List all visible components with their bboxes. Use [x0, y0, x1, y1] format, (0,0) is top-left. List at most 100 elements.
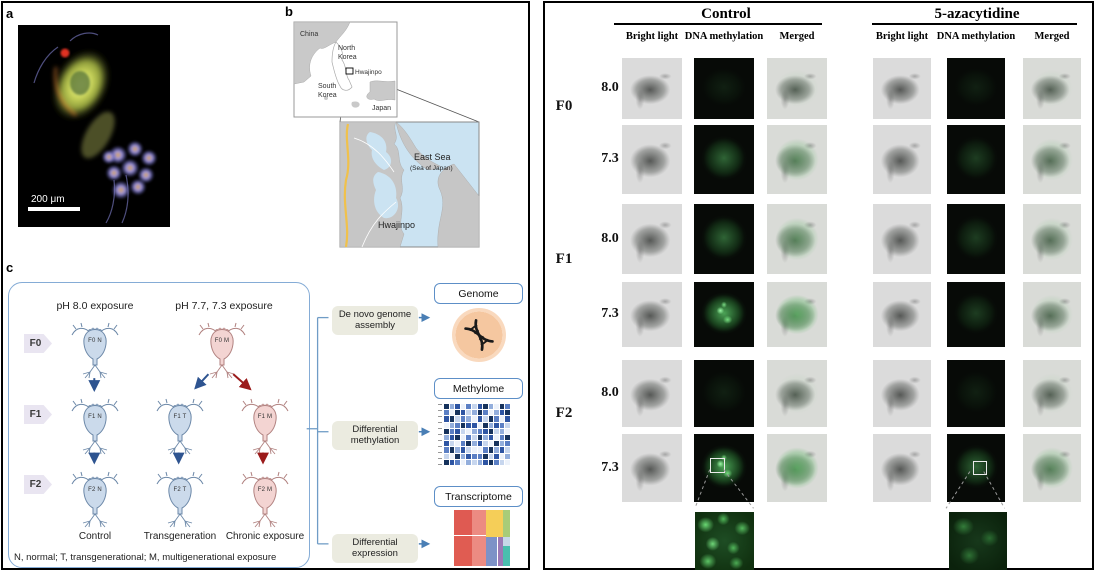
copepod-f1-transgenerational: F1 T: [155, 395, 205, 455]
copepod-f0-multigenerational: F0 M: [197, 319, 247, 379]
micrograph-control-f0-73-merged: [767, 125, 827, 194]
micrograph-aza-f1-80-methylation: [947, 204, 1005, 274]
azacytidine-underline: [872, 23, 1077, 25]
copepod-f0-normal: F0 N: [70, 319, 120, 379]
group-title-azacytidine: 5-azacytidine: [934, 6, 1020, 22]
micrograph-aza-f2-80-merged: [1023, 360, 1081, 427]
micrograph-control-f1-73-merged: [767, 282, 827, 347]
subcol-aza-merged: Merged: [1034, 31, 1070, 42]
ph-control-header: pH 8.0 exposure: [56, 300, 134, 312]
label-east-sea-sub: (Sea of Japan): [410, 165, 453, 172]
generation-tag-f2: F2: [24, 475, 52, 494]
micrograph-aza-f0-73-merged: [1023, 125, 1081, 194]
methylation-zoom-inset-control: [695, 512, 754, 570]
micrograph-control-f2-80-methylation: [694, 360, 754, 427]
methylation-zoom-inset-aza: [949, 512, 1007, 570]
subcol-control-brightlight: Bright light: [625, 31, 679, 42]
micrograph-aza-f1-73-methylation: [947, 282, 1005, 347]
copepod-f2-transgenerational: F2 T: [155, 468, 205, 528]
micrograph-aza-f0-80-methylation: [947, 58, 1005, 119]
generation-tag-f1: F1: [24, 405, 52, 424]
ph-label-f0-73: 7.3: [601, 151, 619, 166]
micrograph-control-f0-80-methylation: [694, 58, 754, 119]
zoom-region-box-aza: [973, 461, 987, 475]
korea-location-map: China North Korea Hwajinpo South Korea J…: [293, 21, 480, 248]
micrograph-aza-f0-80-brightlight: [873, 58, 931, 119]
panel-a-letter: a: [6, 6, 14, 21]
label-south-korea-1: South: [318, 83, 336, 90]
micrograph-control-f1-73-methylation: [694, 282, 754, 347]
micrograph-control-f2-80-merged: [767, 360, 827, 427]
zoom-region-box-control: [710, 458, 725, 473]
micrograph-control-f2-80-brightlight: [622, 360, 682, 427]
micrograph-control-f1-73-brightlight: [622, 282, 682, 347]
micrograph-control-f1-80-brightlight: [622, 204, 682, 274]
lineage-label-chronic: Chronic exposure: [225, 531, 305, 542]
label-china: China: [300, 31, 318, 38]
micrograph-aza-f2-73-brightlight: [873, 434, 931, 502]
micrograph-aza-f0-73-methylation: [947, 125, 1005, 194]
ph-label-f2-73: 7.3: [601, 460, 619, 475]
outcome-transcriptome: Transcriptome: [434, 486, 523, 507]
micrograph-control-f0-73-brightlight: [622, 125, 682, 194]
label-japan: Japan: [372, 105, 391, 112]
transcriptome-treemap-icon: [454, 510, 510, 566]
panel-b-letter: b: [285, 4, 293, 19]
label-north-korea-1: North: [338, 45, 355, 52]
right-figure-panel: Control 5-azacytidine Bright light DNA m…: [543, 1, 1094, 570]
group-title-control: Control: [701, 6, 751, 22]
micrograph-aza-f1-73-brightlight: [873, 282, 931, 347]
left-figure-panel: a b c: [1, 1, 530, 570]
label-hwajinpo-inset: Hwajinpo: [378, 220, 415, 230]
ph-label-f1-73: 7.3: [601, 306, 619, 321]
process-differential-expression: Differential expression: [332, 534, 418, 563]
ph-label-f0-80: 8.0: [601, 80, 619, 95]
micrograph-aza-f1-80-merged: [1023, 204, 1081, 274]
micrograph-control-f2-73-brightlight: [622, 434, 682, 502]
micrograph-aza-f2-73-merged: [1023, 434, 1081, 502]
ph-exposed-header: pH 7.7, 7.3 exposure: [175, 300, 273, 312]
micrograph-control-f0-80-merged: [767, 58, 827, 119]
outcome-genome: Genome: [434, 283, 523, 304]
panel-c-letter: c: [6, 260, 14, 275]
micrograph-aza-f0-73-brightlight: [873, 125, 931, 194]
copepod-f1-multigenerational: F1 M: [240, 395, 290, 455]
micrograph-aza-f0-80-merged: [1023, 58, 1081, 119]
copepod-f2-multigenerational: F2 M: [240, 468, 290, 528]
subcol-aza-dnamethylation: DNA methylation: [936, 31, 1016, 42]
micrograph-aza-f2-80-brightlight: [873, 360, 931, 427]
subcol-control-merged: Merged: [779, 31, 815, 42]
lineage-label-transgeneration: Transgeneration: [143, 531, 217, 542]
hwajinpo-detail-map: East Sea (Sea of Japan) Hwajinpo: [339, 121, 480, 248]
footnote: N, normal; T, transgenerational; M, mult…: [14, 552, 277, 563]
outcome-methylome: Methylome: [434, 378, 523, 399]
methylome-heatmap-icon: [444, 404, 510, 465]
micrograph-control-f0-80-brightlight: [622, 58, 682, 119]
row-group-f0: F0: [555, 98, 573, 114]
lineage-label-control: Control: [78, 531, 112, 542]
ph-label-f2-80: 8.0: [601, 385, 619, 400]
scale-bar-label: 200 μm: [31, 194, 65, 205]
hwajinpo-marker-box: [345, 67, 354, 75]
ph-label-f1-80: 8.0: [601, 231, 619, 246]
copepod-f1-normal: F1 N: [70, 395, 120, 455]
dna-genome-icon: [452, 308, 506, 362]
copepod-fluorescence-micrograph: 200 μm: [18, 25, 170, 227]
subcol-control-dnamethylation: DNA methylation: [684, 31, 764, 42]
micrograph-control-f1-80-methylation: [694, 204, 754, 274]
process-differential-methylation: Differential methylation: [332, 421, 418, 450]
scale-bar: [28, 207, 80, 211]
generation-tag-f0: F0: [24, 334, 52, 353]
micrograph-aza-f1-73-merged: [1023, 282, 1081, 347]
subcol-aza-brightlight: Bright light: [875, 31, 929, 42]
micrograph-control-f2-73-merged: [767, 434, 827, 502]
copepod-fluorescence-art: 200 μm: [18, 25, 170, 227]
row-group-f2: F2: [555, 405, 573, 421]
micrograph-control-f1-80-merged: [767, 204, 827, 274]
methylome-heatmap-row-labels: [438, 404, 442, 465]
micrograph-aza-f1-80-brightlight: [873, 204, 931, 274]
micrograph-aza-f2-80-methylation: [947, 360, 1005, 427]
row-group-f1: F1: [555, 251, 573, 267]
label-north-korea-2: Korea: [338, 54, 357, 61]
